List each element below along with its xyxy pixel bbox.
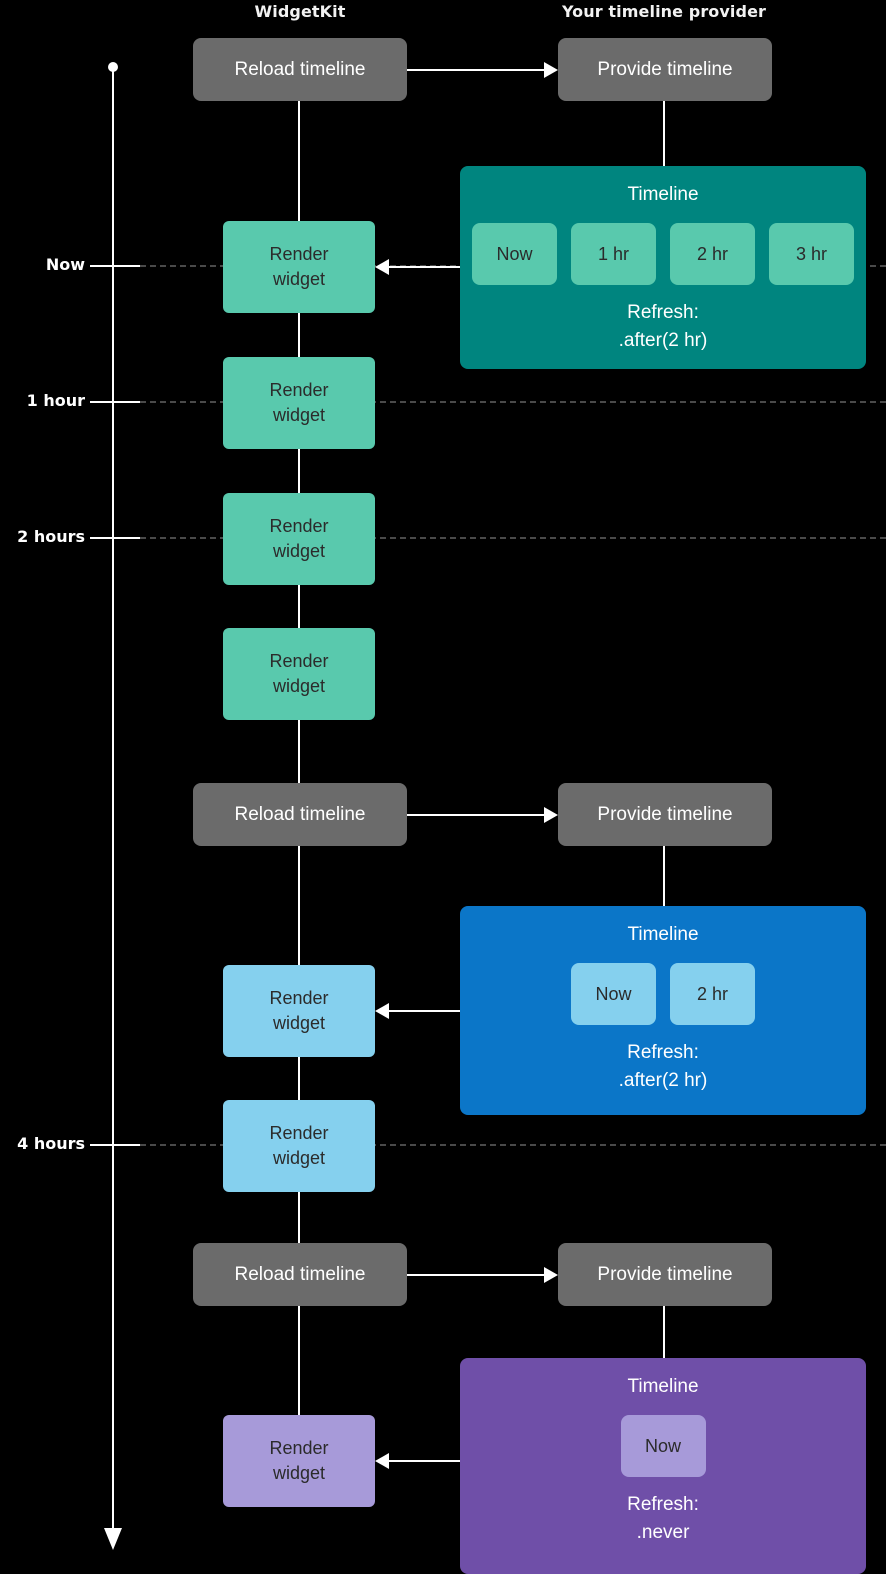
timeline-entry-chip-3-1[interactable]: Now [620, 1415, 706, 1477]
arrow-head-reload-to-provide-2 [544, 806, 558, 823]
arrow-timeline-to-render-2 [389, 1010, 460, 1012]
time-tick-label-3: 4 hours [17, 1134, 85, 1153]
render-widget-label-line1: Render [269, 651, 329, 672]
reload-timeline-box-2[interactable]: Reload timeline [193, 783, 407, 846]
provide-timeline-box-3[interactable]: Provide timeline [558, 1243, 772, 1306]
timeline-block-title-2: Timeline [627, 924, 699, 945]
reload-timeline-box-1[interactable]: Reload timeline [193, 38, 407, 101]
connector-provide-to-timeline-1 [663, 101, 665, 166]
render-widget-label-line1: Render [269, 1438, 329, 1459]
arrow-timeline-to-render-1 [389, 266, 460, 268]
time-tick-mark-2 [90, 537, 140, 539]
column-header-widgetkit: WidgetKit [254, 2, 346, 21]
render-widget-box-1-1[interactable]: Render widget [223, 221, 375, 313]
time-tick-label-1: 1 hour [26, 391, 85, 410]
render-widget-label-line1: Render [269, 1123, 329, 1144]
arrow-reload-to-provide-1 [407, 68, 544, 71]
arrow-head-timeline-to-render-2 [375, 1003, 389, 1019]
timeline-refresh-3: Refresh: .never [460, 1491, 866, 1546]
timeline-refresh-value-1: .after(2 hr) [618, 329, 708, 351]
render-widget-label-line2: widget [272, 1148, 326, 1168]
time-tick-mark-3 [90, 1144, 140, 1146]
render-widget-box-1-4[interactable]: Render widget [223, 628, 375, 720]
time-tick-gridline-1 [140, 401, 886, 403]
time-tick-gridline-2 [140, 537, 886, 539]
arrow-reload-to-provide-3 [407, 1273, 544, 1276]
arrow-head-reload-to-provide-1 [544, 61, 558, 78]
render-widget-label-line2: widget [272, 269, 326, 289]
render-widget-label-line2: widget [272, 676, 326, 696]
arrow-head-reload-to-provide-3 [544, 1266, 558, 1283]
render-widget-box-3-1[interactable]: Render widget [223, 1415, 375, 1507]
time-tick-mark-1 [90, 401, 140, 403]
timeline-entry-chip-2-2[interactable]: 2 hr [670, 963, 755, 1025]
render-chain-connector [298, 101, 300, 1415]
timeline-refresh-value-3: .never [636, 1521, 690, 1543]
render-widget-box-1-3[interactable]: Render widget [223, 493, 375, 585]
provide-timeline-box-1[interactable]: Provide timeline [558, 38, 772, 101]
timeline-entry-chip-1-2[interactable]: 1 hr [571, 223, 656, 285]
timeline-entries-3: Now [620, 1415, 706, 1477]
render-widget-label-line1: Render [269, 244, 329, 265]
render-widget-label-line1: Render [269, 380, 329, 401]
render-widget-label-line2: widget [272, 1463, 326, 1483]
time-tick-label-2: 2 hours [17, 527, 85, 546]
render-widget-label-line1: Render [269, 988, 329, 1009]
render-widget-box-2-1[interactable]: Render widget [223, 965, 375, 1057]
provide-timeline-box-2[interactable]: Provide timeline [558, 783, 772, 846]
timeline-refresh-2: Refresh: .after(2 hr) [460, 1039, 866, 1094]
render-widget-box-2-2[interactable]: Render widget [223, 1100, 375, 1192]
connector-provide-to-timeline-2 [663, 846, 665, 906]
render-widget-label-line2: widget [272, 1013, 326, 1033]
render-widget-label-line1: Render [269, 516, 329, 537]
timeline-axis-arrow-icon [104, 1528, 122, 1550]
arrow-reload-to-provide-2 [407, 813, 544, 816]
timeline-entry-chip-1-3[interactable]: 2 hr [670, 223, 755, 285]
timeline-refresh-label-3: Refresh: [627, 1494, 699, 1515]
column-header-timeline-provider: Your timeline provider [561, 2, 767, 21]
reload-timeline-box-3[interactable]: Reload timeline [193, 1243, 407, 1306]
timeline-entry-chip-1-4[interactable]: 3 hr [769, 223, 854, 285]
timeline-refresh-label-2: Refresh: [627, 1042, 699, 1063]
timeline-block-title-1: Timeline [627, 184, 699, 205]
render-widget-label-line2: widget [272, 405, 326, 425]
timeline-refresh-value-2: .after(2 hr) [618, 1069, 708, 1091]
render-widget-box-1-2[interactable]: Render widget [223, 357, 375, 449]
timeline-block-title-3: Timeline [627, 1376, 699, 1397]
connector-provide-to-timeline-3 [663, 1306, 665, 1358]
arrow-head-timeline-to-render-1 [375, 259, 389, 275]
time-tick-gridline-3 [140, 1144, 886, 1146]
arrow-head-timeline-to-render-3 [375, 1453, 389, 1469]
timeline-refresh-label-1: Refresh: [627, 302, 699, 323]
timeline-entry-chip-1-1[interactable]: Now [472, 223, 557, 285]
timeline-axis [112, 66, 114, 1532]
time-tick-mark-0 [90, 265, 140, 267]
timeline-refresh-1: Refresh: .after(2 hr) [460, 299, 866, 354]
render-widget-label-line2: widget [272, 541, 326, 561]
arrow-timeline-to-render-3 [389, 1460, 460, 1462]
time-tick-label-0: Now [45, 255, 85, 274]
timeline-entry-chip-2-1[interactable]: Now [571, 963, 656, 1025]
